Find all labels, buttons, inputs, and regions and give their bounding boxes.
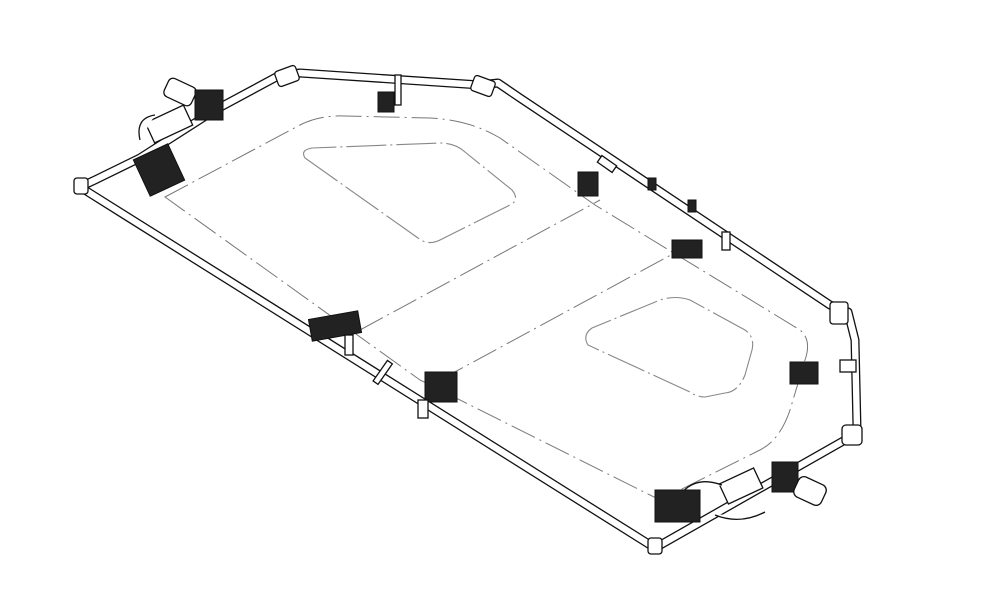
clamp-right-lower [789,359,857,385]
plate-divider-2 [439,249,681,381]
clamp-left-lower-2 [417,371,458,419]
valve-lower-right [654,461,827,523]
clip [687,199,697,213]
window-lower [585,296,754,398]
clamp-left-lower-1 [307,310,363,356]
lever [372,359,394,386]
plate-outline [164,115,809,501]
valve-upper-left [132,77,224,197]
plate-divider [359,199,601,331]
elbow-fittings [73,64,863,555]
clamp-assemblies [132,74,857,523]
window-upper [303,142,517,244]
clamp-right-middle [671,231,731,259]
clamp-right-upper [577,154,618,197]
clamp-top-center [377,74,402,113]
clip [647,177,657,191]
